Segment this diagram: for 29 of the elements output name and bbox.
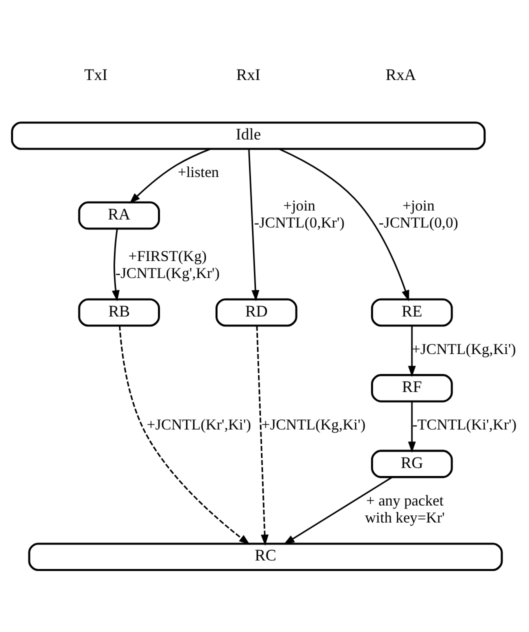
edge-label: -TCNTL(Ki',Kr') — [412, 417, 517, 434]
arrow — [279, 148, 410, 301]
arrow — [408, 325, 416, 377]
arrow — [408, 400, 416, 452]
node-box: RG — [371, 449, 453, 478]
arrow — [129, 148, 211, 204]
arrow — [112, 228, 120, 301]
label: RxA — [386, 66, 416, 84]
edge-label: +JCNTL(Kr',Ki') — [146, 417, 252, 434]
node-box: RD — [216, 298, 298, 326]
node-box: RB — [78, 298, 160, 326]
arrow — [283, 476, 393, 544]
edge-label: +join -JCNTL(0,Kr') — [254, 198, 345, 232]
node-box: RA — [78, 200, 160, 230]
edge-label: + any packet with key=Kr' — [364, 492, 445, 526]
label: TxI — [84, 66, 108, 84]
arrow — [256, 325, 269, 546]
edge-label: +JCNTL(Kg,Ki') — [412, 341, 516, 358]
node-box: RE — [371, 298, 453, 326]
edge-label: +listen — [178, 164, 220, 181]
edge-label: +JCNTL(Kg,Ki') — [261, 417, 366, 434]
label: RxI — [236, 66, 260, 84]
node-box: RC — [28, 542, 503, 570]
arrow — [118, 325, 250, 544]
edge-label: +FIRST(Kg) -JCNTL(Kg',Kr') — [115, 248, 220, 282]
edge-label: +join -JCNTL(0,0) — [378, 198, 458, 232]
node-box: Idle — [11, 121, 486, 150]
arrow — [248, 148, 260, 301]
node-box: RF — [371, 374, 453, 402]
